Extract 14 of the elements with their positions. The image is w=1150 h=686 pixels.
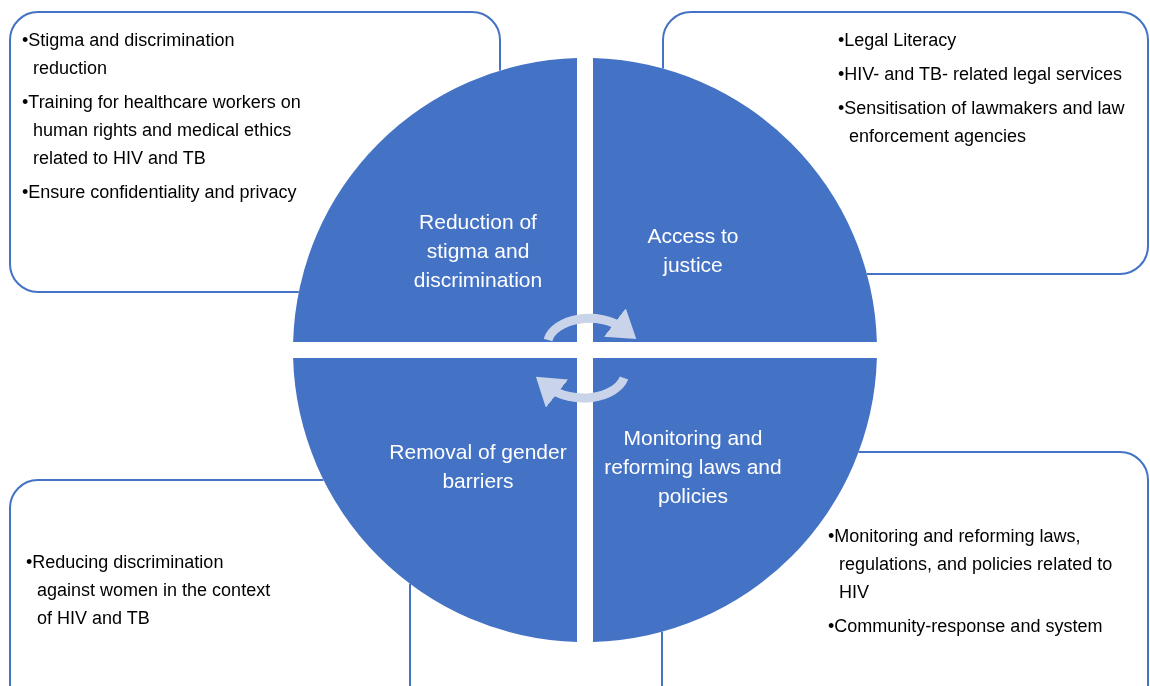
quadrant-label: Monitoring and reforming laws and policies	[603, 424, 783, 509]
quadrant-label: Removal of gender barriers	[388, 439, 568, 494]
bullet-text: •Monitoring and reforming laws, regulations, and policies related to HIV	[828, 525, 1114, 604]
bullet-text: •Training for healthcare workers on human rights and medical ethics related to HIV and TB	[22, 91, 302, 170]
bullet-text: •Community-response and system	[828, 615, 1104, 638]
bullet-text: •Reducing discrimination against women in the context of HIV and TB	[26, 551, 272, 630]
bullet-text: •Sensitisation of lawmakers and law enforcement agencies	[838, 97, 1126, 148]
curved-arrow	[543, 308, 637, 342]
quadrant-label: Reduction of stigma and discrimination	[412, 208, 544, 293]
bullet-text: •Stigma and discrimination reduction	[22, 29, 236, 80]
quadrant-label: Access to justice	[646, 223, 740, 278]
bullet-text: •HIV- and TB- related legal services	[838, 63, 1124, 86]
bullet-text: •Legal Literacy	[838, 29, 958, 52]
bullet-text: •Ensure confidentiality and privacy	[22, 181, 298, 204]
